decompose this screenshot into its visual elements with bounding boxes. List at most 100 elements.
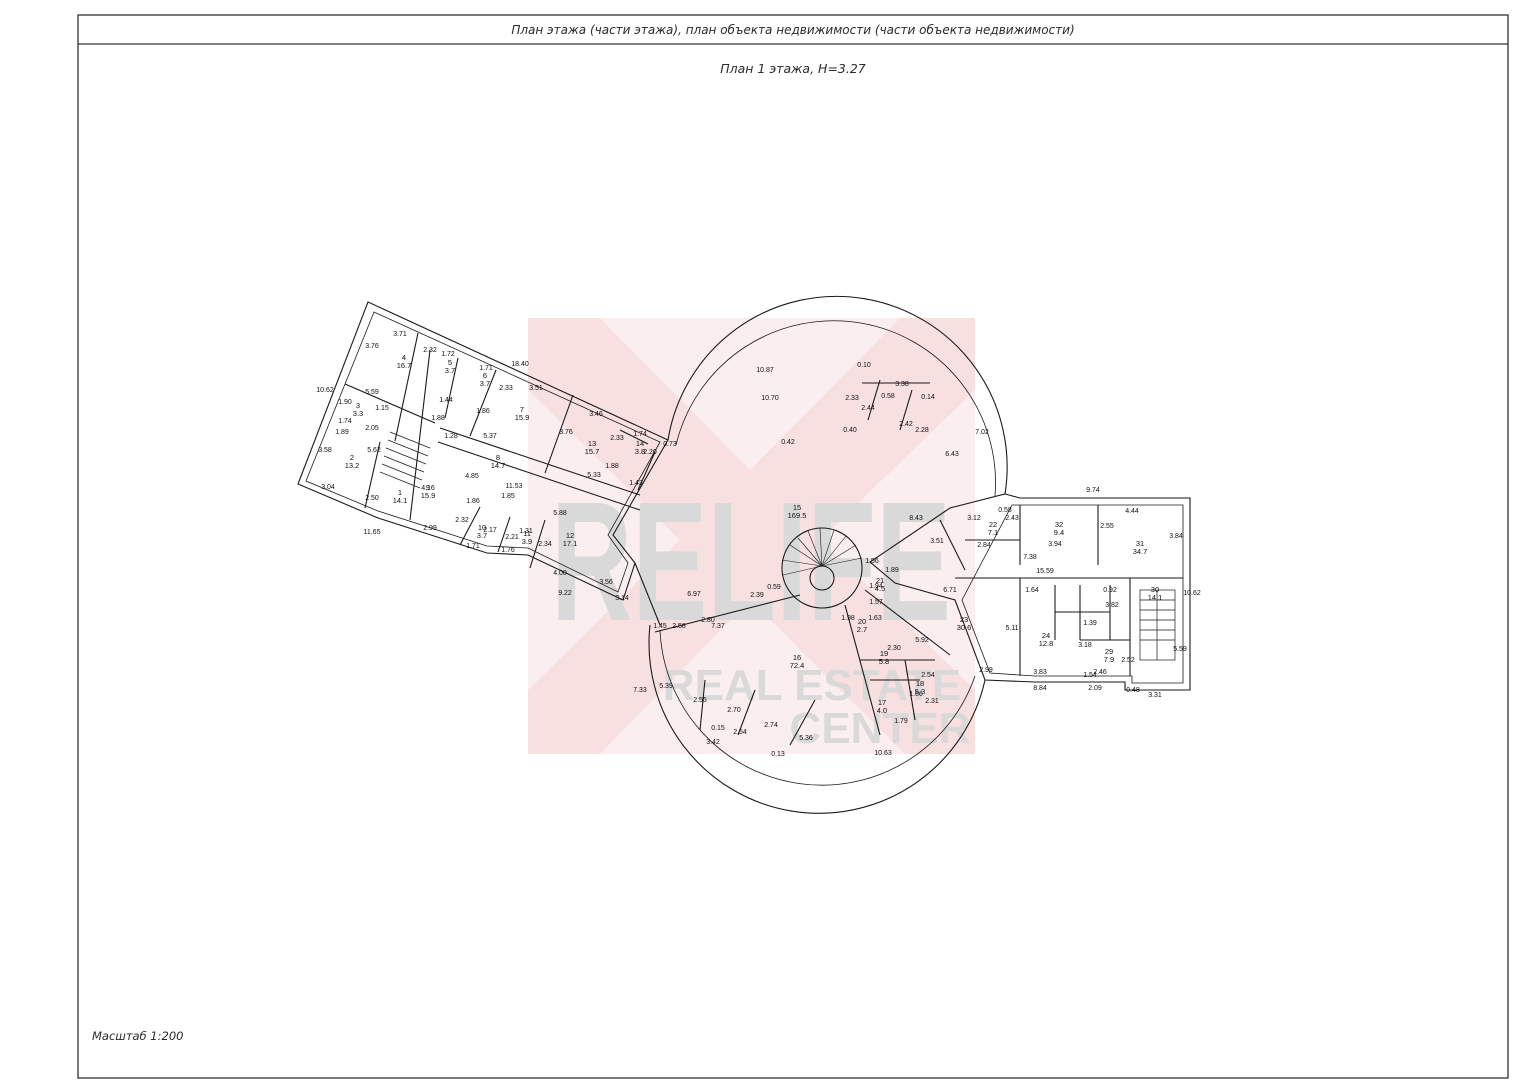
wall	[899, 389, 913, 431]
sheet-title: План этажа (части этажа), план объекта н…	[511, 23, 1074, 37]
dimension-label: 2.74	[764, 722, 778, 729]
dimension-label: 1.89	[335, 429, 349, 436]
dimension-label: 1.76	[501, 547, 515, 554]
dimension-label: 6.97	[687, 591, 701, 598]
dimension-label: 2.28	[915, 427, 929, 434]
room-number: 10	[478, 523, 486, 532]
dimension-label: 18.40	[511, 361, 529, 368]
room-area: 3.3	[353, 409, 363, 418]
room-area: 7.9	[1104, 655, 1114, 664]
room-number: 21	[876, 576, 884, 585]
room-number: 8	[496, 453, 500, 462]
dimension-label: 0.42	[781, 439, 795, 446]
room-area: 4.0	[877, 706, 887, 715]
room-area: 34.7	[1133, 547, 1148, 556]
room-area: 30.6	[957, 623, 972, 632]
dimension-label: 1.43	[629, 480, 643, 487]
room-number: 1	[398, 488, 402, 497]
rotunda-south-arc	[648, 624, 986, 814]
wall	[864, 589, 951, 656]
wall	[439, 427, 641, 496]
wall	[904, 659, 916, 721]
dimension-label: 3.51	[529, 385, 543, 392]
dimension-label: 1.90	[338, 399, 352, 406]
dimension-label: 0.58	[881, 393, 895, 400]
dimension-label: 10.87	[756, 367, 774, 374]
dimension-label: 1.15	[375, 405, 389, 412]
dimension-label: 11.53	[506, 483, 523, 490]
wall	[444, 357, 459, 419]
dimension-label: 8.84	[1033, 685, 1047, 692]
dimension-label: 3.18	[1078, 642, 1092, 649]
dimension-label: 0.92	[1103, 587, 1117, 594]
dimension-label: 2.54	[921, 672, 935, 679]
relife-watermark: RELIFE REAL ESTATE CENTER	[528, 318, 975, 754]
dimension-label: 3.31	[1148, 692, 1162, 699]
wall	[459, 506, 481, 546]
dimension-label: 2.32	[455, 517, 469, 524]
dimension-label: 2.44	[861, 405, 875, 412]
west-wing-inner-wall	[305, 311, 661, 593]
dimension-label: 3.51	[930, 538, 944, 545]
wall	[737, 689, 756, 736]
room-number: 13	[588, 439, 596, 448]
wall	[364, 441, 381, 509]
room-number: 20	[858, 617, 866, 626]
wall	[409, 349, 431, 521]
room-area: 14.1	[393, 496, 408, 505]
dimension-label: 2.09	[1088, 685, 1102, 692]
dimension-label: 2.52	[1121, 657, 1135, 664]
east-wing-inner-wall	[961, 504, 1184, 684]
dimension-label: 2.33	[845, 395, 859, 402]
room-number: 15	[793, 503, 801, 512]
wall	[529, 519, 546, 569]
west-wing-outline	[297, 301, 669, 601]
room-area: 3.7	[480, 379, 490, 388]
dimension-label: 2.42	[899, 421, 913, 428]
dimension-label: 1.74	[633, 431, 647, 438]
dimension-label: 1.56	[865, 558, 879, 565]
room-number: 29	[1105, 647, 1113, 656]
dimension-label: 1.98	[841, 615, 855, 622]
dimension-label: 5.33	[587, 472, 601, 479]
room-area: 3.7	[445, 366, 455, 375]
dimension-label: 1.86	[476, 408, 490, 415]
dimension-label: 2.31	[925, 698, 939, 705]
room-area: 14.7	[491, 461, 506, 470]
dimension-label: 1.28	[444, 433, 458, 440]
room-number: 12	[566, 531, 574, 540]
dimension-label: 2.20	[643, 449, 657, 456]
dimension-label: 11.65	[364, 529, 381, 536]
east-stair	[1139, 589, 1176, 661]
room-number: 16	[793, 653, 801, 662]
dimension-label: 7.38	[1023, 554, 1037, 561]
dimension-label: 3.94	[1048, 541, 1062, 548]
dimension-label: 7.33	[633, 687, 647, 694]
dimension-label: 2.80	[701, 617, 715, 624]
dimension-label: 0.59	[767, 584, 781, 591]
wall	[789, 699, 816, 746]
room-number: 2	[350, 453, 354, 462]
dimension-label: 3.14	[615, 595, 629, 602]
dimension-label: 5.62	[367, 447, 381, 454]
dimension-label: 3.71	[393, 331, 407, 338]
dimension-label: 2.55	[1100, 523, 1114, 530]
dimension-label: 1.71	[479, 365, 493, 372]
room-number: 23	[960, 615, 968, 624]
dimension-label: 8.43	[909, 515, 923, 522]
dimension-label: 5.36	[799, 735, 813, 742]
dimension-label: 2.70	[727, 707, 741, 714]
dimension-label: 9.74	[1086, 487, 1100, 494]
dimension-label: 1.45	[653, 623, 667, 630]
dimension-label: 5.37	[483, 433, 497, 440]
room-number: 4	[402, 353, 406, 362]
dimension-label: 4.44	[1125, 508, 1139, 515]
room-number: 31	[1136, 539, 1144, 548]
wall	[344, 383, 436, 424]
wall	[654, 594, 801, 633]
scale-label: Масштаб 1:200	[92, 1029, 183, 1043]
dimension-label: 7.02	[975, 429, 989, 436]
dimension-label: 2.05	[365, 425, 379, 432]
dimension-label: 15.59	[1036, 568, 1054, 575]
